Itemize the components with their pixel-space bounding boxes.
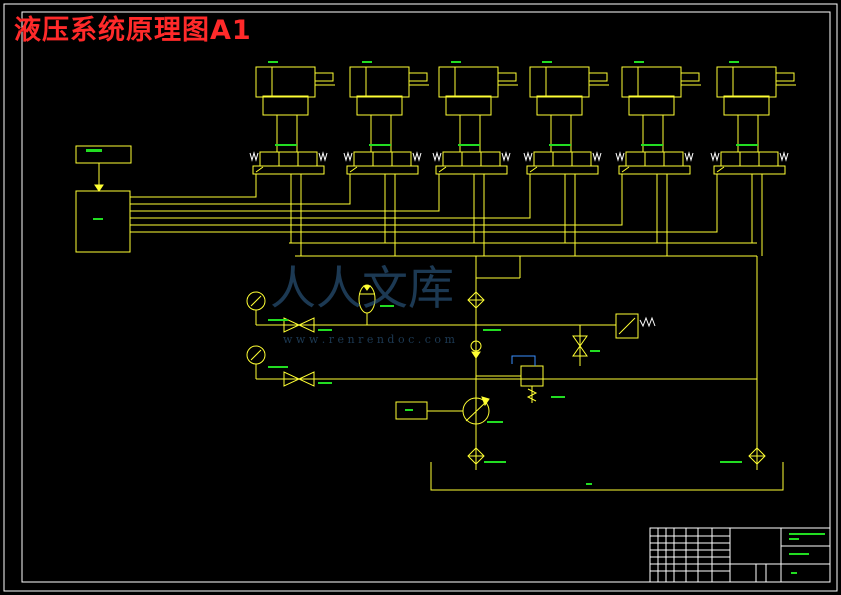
component-labels — [268, 305, 742, 485]
cylinder-6 — [716, 61, 796, 152]
cylinder-2 — [349, 61, 429, 152]
input-box-label — [86, 149, 102, 152]
directional-valve-group — [249, 144, 789, 175]
cylinder-4 — [529, 61, 609, 152]
valve-supply-drops — [290, 174, 763, 256]
input-box — [75, 145, 132, 164]
check-valve-symbol — [470, 340, 482, 352]
drawing-title: 液压系统原理图A1 — [14, 15, 252, 46]
directional-valve-4 — [523, 144, 602, 175]
shutoff-valve-upper — [297, 317, 315, 333]
directional-valve-5 — [615, 144, 694, 175]
cylinder-3 — [438, 61, 518, 152]
watermark-brand: 人人文库 — [270, 261, 454, 315]
watermark-url: w w w . r e n r e n d o c . c o m — [283, 333, 455, 346]
control-signal-lines — [130, 174, 718, 233]
controller-label — [93, 218, 103, 220]
shutoff-valve-lower — [297, 371, 315, 387]
pressure-line-upper — [246, 291, 616, 333]
directional-valve-1 — [249, 144, 328, 175]
directional-valve-6 — [710, 144, 789, 175]
pressure-line-lower — [246, 345, 757, 387]
accumulator — [358, 284, 376, 325]
pump-circuit — [395, 256, 521, 470]
controller-box — [75, 190, 131, 253]
relief-valve — [476, 355, 544, 403]
input-arrow-head — [94, 184, 104, 192]
filter-symbol — [467, 291, 485, 309]
cylinder-group — [255, 61, 796, 152]
return-filter — [748, 447, 766, 465]
directional-valve-3 — [432, 144, 511, 175]
oil-tank — [430, 462, 784, 491]
cylinder-1 — [255, 61, 335, 152]
inner-frame — [21, 11, 831, 583]
directional-valve-2 — [343, 144, 422, 175]
suction-filter — [467, 447, 485, 465]
pressure-switch — [615, 313, 656, 339]
throttle-valve — [572, 325, 588, 366]
title-block — [649, 527, 831, 583]
outer-border — [3, 3, 838, 592]
cylinder-5 — [621, 61, 701, 152]
motor-box — [395, 401, 428, 420]
